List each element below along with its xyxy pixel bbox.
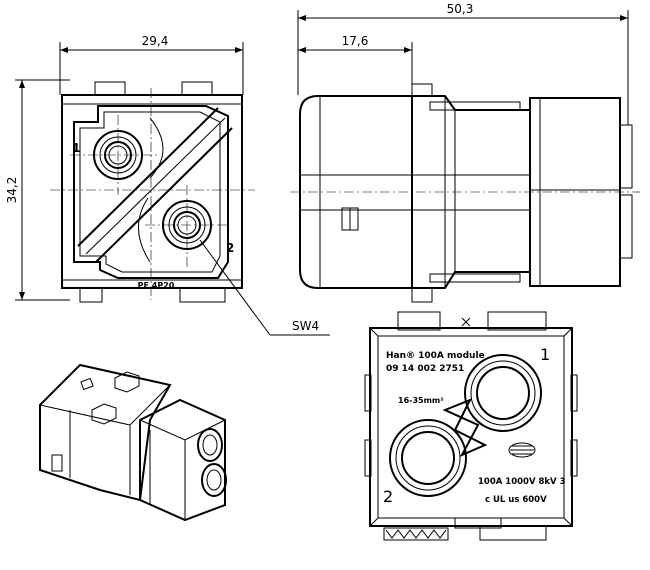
latch-tab [179, 287, 226, 303]
dim-overall-length: 50,3 [447, 2, 474, 16]
latch-tab [181, 81, 213, 96]
dim-side-offset: 17,6 [342, 34, 369, 48]
side-view: 50,3 17,6 [290, 2, 640, 303]
module-contact-2-label: 2 [383, 487, 393, 506]
insulator-divider [77, 107, 233, 263]
iso-front-body [139, 398, 226, 522]
latch-tab [79, 287, 103, 303]
module-face-view: Han® 100A module 09 14 002 2751 16-35mm²… [364, 311, 578, 541]
module-part-number: 09 14 002 2751 [386, 364, 464, 374]
module-cert: c UL us 600V [485, 495, 547, 505]
side-front-body [299, 95, 413, 289]
wrench-size-label: SW4 [292, 319, 319, 333]
front-contact-1-label: 1 [72, 141, 80, 155]
front-inner-outline [73, 105, 229, 279]
side-rear-body [529, 97, 621, 287]
module-center-key [442, 398, 488, 458]
contact-2 [162, 200, 212, 250]
contact-1 [93, 130, 143, 180]
module-contact-2 [389, 419, 467, 497]
module-contact-1-label: 1 [540, 345, 550, 364]
dim-height: 34,2 [5, 177, 19, 204]
front-body-outline [61, 94, 243, 289]
isometric-view [39, 363, 227, 522]
brand-logo-icon [508, 442, 536, 458]
front-view: 29,4 34,2 [5, 34, 330, 336]
module-face-body [369, 327, 573, 527]
module-contact-1 [464, 354, 542, 432]
latch-tab [94, 81, 126, 96]
dim-front-width: 29,4 [142, 34, 169, 48]
module-rating: 100A 1000V 8kV 3 [478, 477, 566, 487]
front-contact-2-label: 2 [226, 241, 234, 255]
iso-rear-body [39, 363, 172, 502]
module-wire-range: 16-35mm² [398, 396, 444, 405]
module-type-label: Han® 100A module [386, 351, 485, 361]
front-bottom-marking: PE 4P20 [138, 281, 175, 290]
